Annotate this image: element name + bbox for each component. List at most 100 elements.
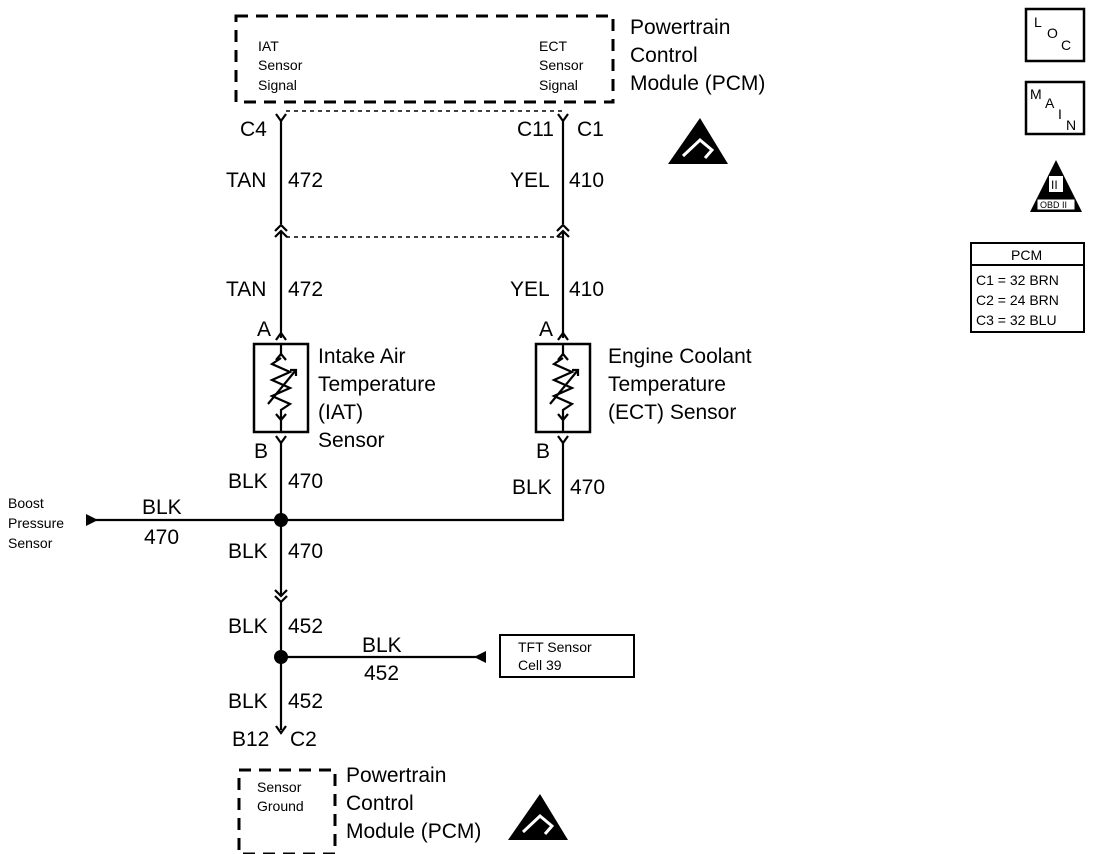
svg-text:II: II (1051, 178, 1058, 192)
svg-text:Sensor: Sensor (539, 57, 584, 73)
svg-text:Boost: Boost (8, 495, 44, 511)
wire-ect-bottom-color: BLK (512, 476, 552, 499)
svg-text:Powertrain: Powertrain (630, 16, 730, 39)
pcm-connector-table: PCM C1 = 32 BRN C2 = 24 BRN C3 = 32 BLU (970, 242, 1085, 333)
esd-warning-icon (668, 118, 728, 164)
iat-terminal-a: A (257, 318, 271, 341)
boost-arrow-icon (86, 514, 98, 526)
wire-ect-bottom-circuit: 470 (570, 476, 605, 499)
pcm-top-iat-signal: IAT Sensor Signal (258, 38, 303, 93)
svg-text:Engine Coolant: Engine Coolant (608, 345, 752, 368)
esd-warning-icon (508, 794, 568, 840)
obd-ii-icon: II OBD II (1030, 160, 1082, 212)
connector-c2-label: C2 (290, 728, 317, 751)
svg-text:Control: Control (346, 792, 414, 815)
iat-sensor (252, 342, 310, 434)
pcm-table-row: C2 = 24 BRN (976, 292, 1059, 308)
ect-sensor-label: Engine Coolant Temperature (ECT) Sensor (608, 345, 752, 424)
wire-iat-bottom-circuit: 470 (288, 470, 323, 493)
svg-text:Module (PCM): Module (PCM) (346, 820, 481, 843)
svg-text:M: M (1030, 86, 1042, 102)
svg-text:Ground: Ground (257, 798, 304, 814)
loc-icon: L O C (1024, 7, 1086, 63)
boost-sensor-label: Boost Pressure Sensor (8, 495, 64, 551)
pcm-table-title: PCM (1011, 247, 1042, 263)
pcm-top-name: Powertrain Control Module (PCM) (630, 16, 765, 95)
svg-text:Cell 39: Cell 39 (518, 657, 562, 673)
connector-b12-label: B12 (232, 728, 269, 751)
pcm-bottom-ground: Sensor Ground (257, 779, 304, 814)
wire-splice-down-color: BLK (228, 540, 268, 563)
pcm-top-ect-signal: ECT Sensor Signal (539, 38, 584, 93)
svg-text:O: O (1047, 25, 1058, 41)
wire-ect-top-circuit: 410 (569, 169, 604, 192)
svg-text:(IAT): (IAT) (318, 401, 363, 424)
harness-dotted-outline (286, 110, 563, 238)
wire-after-conn-color: BLK (228, 615, 268, 638)
iat-terminal-b: B (254, 440, 268, 463)
svg-text:Temperature: Temperature (318, 373, 436, 396)
wire-iat-mid-color: TAN (226, 278, 266, 301)
tft-arrow-icon (474, 651, 486, 663)
main-icon: M A I N (1024, 80, 1086, 136)
connector-c1-label: C1 (577, 118, 604, 141)
ect-terminal-a-tick (557, 331, 569, 341)
svg-text:ECT: ECT (539, 38, 567, 54)
svg-text:N: N (1066, 117, 1076, 133)
connector-c4-label: C4 (240, 118, 267, 141)
wire-boost-circuit: 470 (144, 526, 179, 549)
wire-iat-mid-circuit: 472 (288, 278, 323, 301)
svg-text:Intake Air: Intake Air (318, 345, 406, 368)
svg-text:(ECT) Sensor: (ECT) Sensor (608, 401, 736, 424)
svg-text:Sensor: Sensor (8, 535, 53, 551)
wire-iat-bottom-color: BLK (228, 470, 268, 493)
svg-text:Powertrain: Powertrain (346, 764, 446, 787)
svg-text:L: L (1034, 14, 1042, 30)
svg-text:Sensor: Sensor (318, 429, 385, 452)
iat-sensor-label: Intake Air Temperature (IAT) Sensor (318, 345, 436, 452)
svg-text:OBD II: OBD II (1040, 200, 1067, 210)
svg-text:Signal: Signal (258, 77, 297, 93)
pcm-top-box (234, 14, 615, 104)
wire-tft-circuit: 452 (364, 662, 399, 685)
ect-sensor (534, 342, 592, 434)
svg-text:Pressure: Pressure (8, 515, 64, 531)
svg-text:Sensor: Sensor (257, 779, 302, 795)
svg-text:C: C (1061, 37, 1071, 53)
wire-boost-color: BLK (142, 496, 182, 519)
wire-after-conn-circuit: 452 (288, 615, 323, 638)
svg-text:Temperature: Temperature (608, 373, 726, 396)
svg-text:TFT Sensor: TFT Sensor (518, 639, 592, 655)
connector-c11-label: C11 (517, 118, 554, 141)
connector-c4-tick (275, 113, 287, 123)
svg-text:Signal: Signal (539, 77, 578, 93)
svg-text:A: A (1045, 95, 1055, 111)
wire-splice-down-circuit: 470 (288, 540, 323, 563)
ect-terminal-b-tick (557, 435, 569, 445)
iat-terminal-b-tick (275, 435, 287, 445)
iat-terminal-a-tick (275, 331, 287, 341)
wire-ect-top-color: YEL (510, 169, 550, 192)
connector-b12-tick (275, 725, 287, 735)
ect-terminal-a: A (539, 318, 553, 341)
svg-text:Sensor: Sensor (258, 57, 303, 73)
wire-tft-color: BLK (362, 634, 402, 657)
pcm-bottom-box (237, 768, 337, 854)
wire-to-ground-color: BLK (228, 690, 268, 713)
svg-text:IAT: IAT (258, 38, 279, 54)
connector-c11-tick (557, 113, 569, 123)
wire-iat-top-color: TAN (226, 169, 266, 192)
svg-text:I: I (1058, 106, 1062, 122)
wire-ect-bottom (281, 443, 565, 522)
pcm-bottom-name: Powertrain Control Module (PCM) (346, 764, 481, 843)
pcm-table-row: C1 = 32 BRN (976, 272, 1059, 288)
wire-iat-top-circuit: 472 (288, 169, 323, 192)
wire-ect-mid-color: YEL (510, 278, 550, 301)
svg-text:Control: Control (630, 44, 698, 67)
wire-to-ground-circuit: 452 (288, 690, 323, 713)
svg-text:Module (PCM): Module (PCM) (630, 72, 765, 95)
pcm-table-row: C3 = 32 BLU (976, 312, 1057, 328)
ect-terminal-b: B (536, 440, 550, 463)
tft-sensor-box: TFT Sensor Cell 39 (499, 634, 635, 678)
